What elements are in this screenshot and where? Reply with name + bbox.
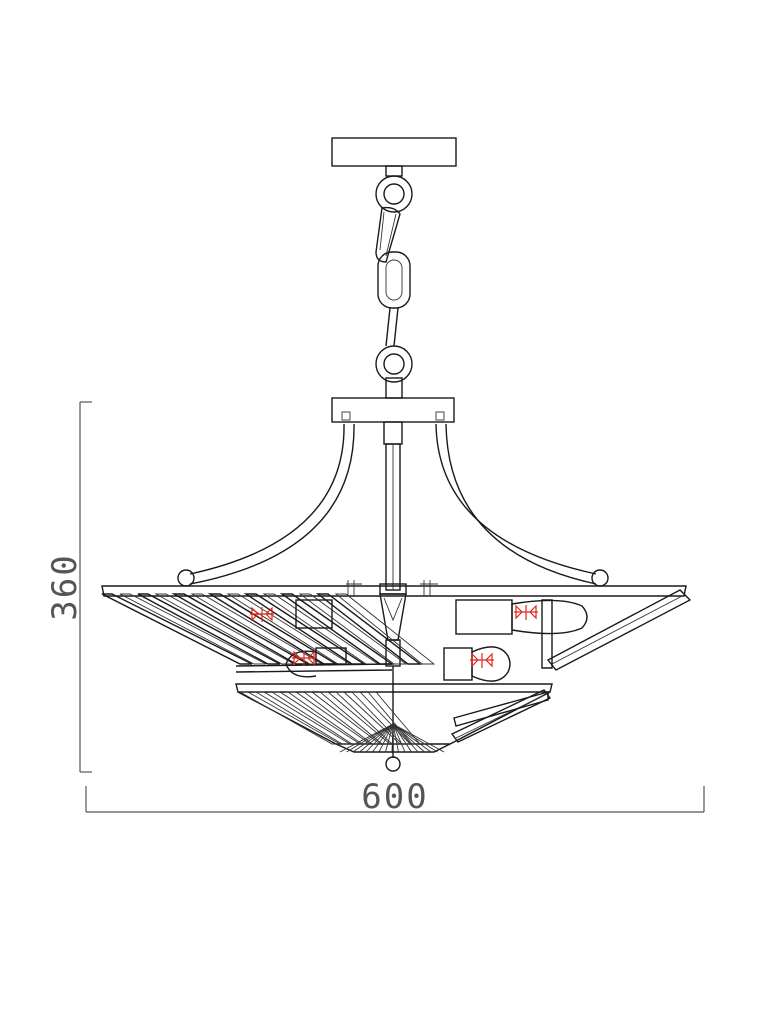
crystal-panel — [298, 593, 408, 665]
fan-ray — [392, 723, 419, 753]
crystal-panel — [315, 593, 423, 665]
crystal-panel — [137, 593, 281, 665]
height-dimension: 360 — [45, 401, 92, 773]
bowl-crystal — [318, 691, 392, 745]
hub-plate — [331, 397, 455, 423]
crystal-panel — [119, 593, 267, 665]
filament-2 — [470, 652, 494, 668]
fan-ray — [392, 723, 412, 753]
bowl-crystal — [302, 691, 382, 745]
bowl-crystal — [334, 691, 402, 745]
bowl-crystal — [254, 691, 352, 745]
support-arms — [177, 423, 609, 587]
fan-ray — [352, 723, 394, 753]
fan-ray — [346, 723, 394, 753]
upper-tier-rim — [235, 663, 393, 673]
crystal-panel — [101, 593, 253, 665]
fan-ray — [392, 723, 399, 753]
height-label: 360 — [45, 553, 85, 620]
filament-1 — [514, 604, 538, 620]
fan-ray — [378, 723, 394, 753]
fan-ray — [392, 723, 438, 753]
lower-crystal-bowl — [235, 683, 553, 753]
fan-ray — [365, 723, 394, 753]
ceiling-canopy — [331, 137, 457, 177]
fan-ray — [392, 723, 432, 753]
width-dimension: 600 — [85, 777, 705, 817]
bowl-crystal — [286, 691, 372, 745]
filament-3 — [250, 606, 274, 622]
bowl-crystal — [350, 691, 412, 745]
crystal-panel — [190, 593, 324, 665]
fan-ray — [392, 723, 445, 753]
crystal-panel — [171, 593, 311, 665]
width-label: 600 — [361, 777, 428, 817]
fan-ray — [385, 723, 394, 753]
bowl-crystal — [238, 691, 342, 745]
bulb-filaments — [250, 604, 538, 668]
filament-4 — [292, 650, 316, 666]
fan-ray — [372, 723, 394, 753]
crystal-panel — [334, 593, 436, 665]
fan-ray — [359, 723, 394, 753]
fan-ray — [392, 723, 406, 753]
fan-ray — [392, 723, 425, 753]
suspension-chain — [375, 175, 413, 399]
upper-crystal-ring — [101, 585, 692, 671]
fan-ray — [391, 723, 394, 753]
fan-ray — [339, 723, 394, 753]
